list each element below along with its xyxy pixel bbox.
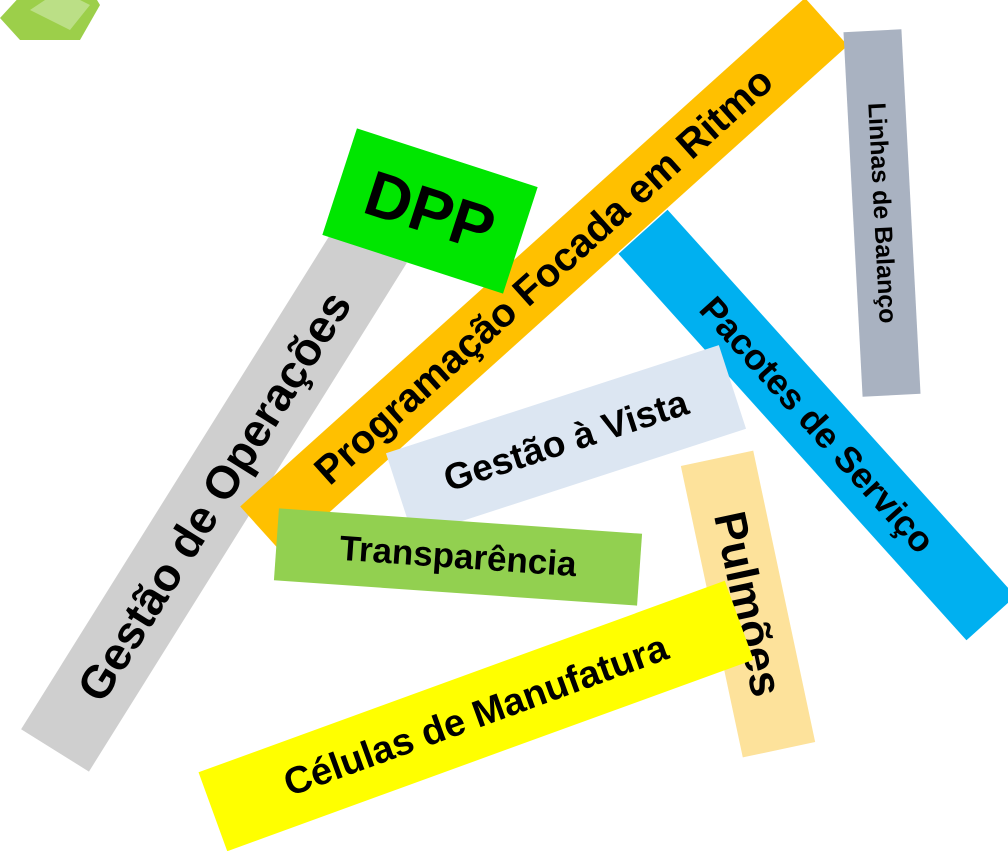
logo-icon [0, 0, 100, 40]
label-celulas-de-manufatura: Células de Manufatura [198, 580, 754, 851]
label-text: Células de Manufatura [278, 626, 674, 805]
label-transparencia: Transparência [273, 508, 643, 606]
label-text: Linhas de Balanço [862, 101, 903, 324]
label-gestao-de-operacoes: Gestão de Operações [21, 220, 407, 772]
label-text: DPP [356, 156, 504, 266]
label-linhas-de-balanco: Linhas de Balanço [843, 29, 921, 397]
label-text: Transparência [338, 528, 578, 585]
label-text: Gestão à Vista [438, 381, 694, 500]
